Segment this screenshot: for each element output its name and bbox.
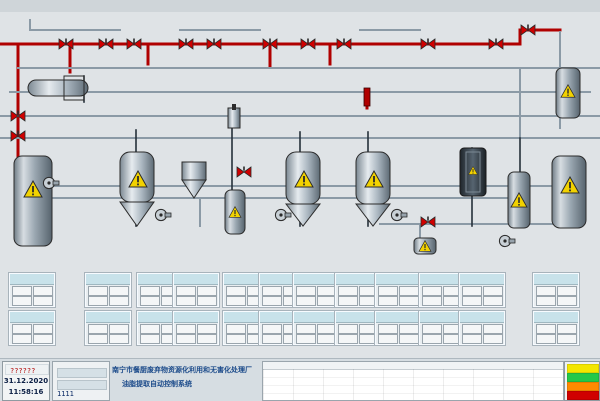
tank-5 — [551, 155, 587, 229]
control-block[interactable] — [292, 310, 340, 346]
status-text: ?????? — [10, 367, 36, 375]
reactor-3 — [354, 151, 392, 227]
control-block[interactable] — [84, 310, 132, 346]
control-block[interactable] — [458, 272, 506, 308]
status-legend — [564, 361, 600, 401]
control-block[interactable] — [374, 272, 422, 308]
user-button[interactable] — [57, 368, 107, 378]
utility-pipelines — [0, 19, 600, 249]
heat-exchanger — [27, 75, 89, 101]
control-panel-area — [0, 258, 600, 358]
control-block[interactable] — [532, 310, 580, 346]
status-orange — [567, 382, 599, 391]
user-value: 1111 — [57, 390, 74, 398]
status-yellow — [567, 364, 599, 373]
alarm-table[interactable] — [262, 361, 564, 401]
filter-unit — [459, 147, 487, 197]
control-block[interactable] — [172, 272, 220, 308]
reactor-2 — [284, 151, 322, 227]
user-label — [57, 380, 107, 390]
small-vessel — [227, 104, 241, 129]
hopper — [181, 161, 207, 199]
footer: ?????? 31.12.2020 11:58:16 1111 南宁市餐厨废弃物… — [0, 358, 600, 401]
control-block[interactable] — [84, 272, 132, 308]
control-block[interactable] — [532, 272, 580, 308]
reactor-1 — [119, 151, 155, 227]
plant-title: 南宁市餐厨废弃物资源化利用和无害化处理厂 — [112, 366, 252, 374]
alarm-table-header — [263, 362, 563, 370]
control-block[interactable] — [172, 310, 220, 346]
system-title: 油脂提取自动控制系统 — [122, 380, 192, 388]
control-block[interactable] — [8, 310, 56, 346]
tank-6 — [413, 237, 437, 255]
control-block[interactable] — [374, 310, 422, 346]
sight-glass — [363, 87, 371, 107]
control-block[interactable] — [292, 272, 340, 308]
control-block[interactable] — [458, 310, 506, 346]
tank-3 — [224, 189, 246, 235]
control-block[interactable] — [8, 272, 56, 308]
status-green — [567, 373, 599, 382]
clock-panel: ?????? 31.12.2020 11:58:16 — [2, 361, 50, 401]
status-strip: ?????? — [5, 364, 49, 375]
status-red — [567, 391, 599, 400]
time-text: 11:58:16 — [8, 388, 44, 396]
user-panel: 1111 — [52, 361, 110, 401]
date-text: 31.12.2020 — [3, 377, 49, 385]
tank-1 — [13, 155, 53, 247]
process-diagram — [0, 12, 600, 258]
tank-4 — [507, 171, 531, 229]
alarm-table-grid — [263, 369, 563, 400]
top-right-tank — [555, 67, 581, 119]
